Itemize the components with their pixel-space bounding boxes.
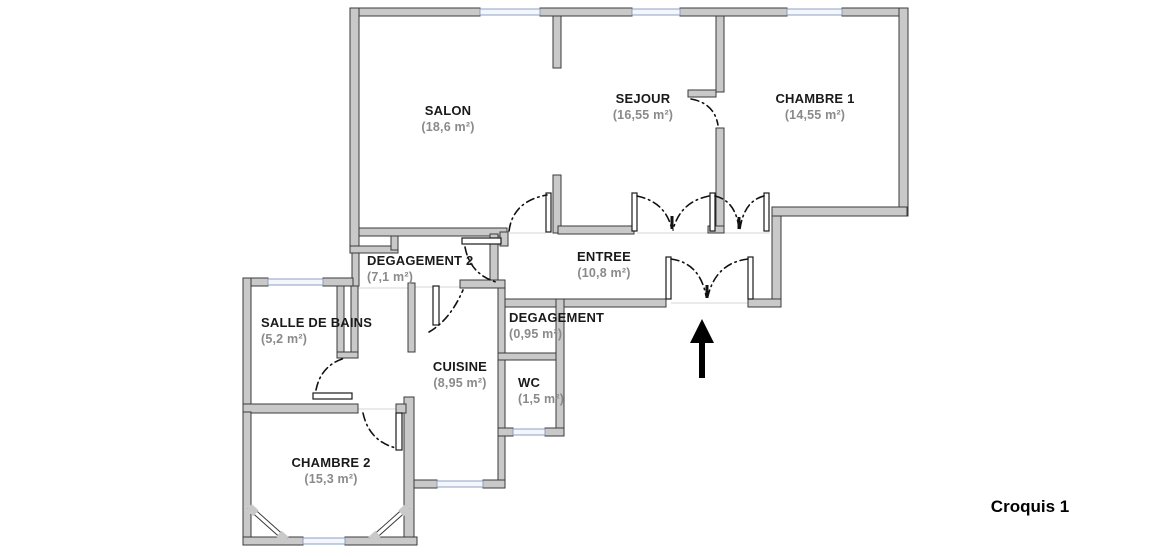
room-area: (0,95 m²) [509, 327, 563, 341]
door-center-ticks [670, 216, 741, 298]
room-name: CHAMBRE 2 [291, 455, 371, 470]
windows [267, 8, 843, 545]
room-area: (14,55 m²) [784, 108, 846, 122]
room-label-chambre1: CHAMBRE 1 (14,55 m²) [757, 90, 873, 124]
room-name: ENTREE [577, 249, 631, 264]
room-label-degagement2: DEGAGEMENT 2 (7,1 m²) [367, 252, 507, 286]
room-label-chambre2: CHAMBRE 2 (15,3 m²) [272, 454, 390, 488]
room-area: (8,95 m²) [433, 376, 487, 390]
room-area: (16,55 m²) [612, 108, 674, 122]
door-leaves [312, 192, 770, 451]
bay-window-corners [246, 504, 411, 543]
room-name: WC [518, 375, 541, 390]
room-area: (7,1 m²) [367, 270, 414, 284]
room-label-degagement: DEGAGEMENT (0,95 m²) [509, 309, 639, 343]
room-label-sejour: SEJOUR (16,55 m²) [590, 90, 696, 124]
room-name: SALON [424, 103, 472, 118]
room-label-wc: WC (1,5 m²) [518, 374, 588, 408]
room-name: SEJOUR [615, 91, 671, 106]
room-label-salon: SALON (18,6 m²) [390, 102, 506, 136]
room-area: (5,2 m²) [261, 332, 308, 346]
walls [242, 7, 909, 546]
entrance-arrow [690, 319, 714, 378]
room-label-entree: ENTREE (10,8 m²) [551, 248, 657, 282]
room-label-salle-de-bains: SALLE DE BAINS (5,2 m²) [261, 314, 381, 348]
room-name: SALLE DE BAINS [261, 315, 373, 330]
room-name: CUISINE [432, 359, 488, 374]
room-name: DEGAGEMENT 2 [367, 253, 474, 268]
room-area: (10,8 m²) [577, 266, 631, 280]
room-area: (1,5 m²) [518, 392, 565, 406]
room-area: (18,6 m²) [421, 120, 475, 134]
room-area: (15,3 m²) [304, 472, 358, 486]
room-label-cuisine: CUISINE (8,95 m²) [408, 358, 512, 392]
drawing-caption: Croquis 1 [990, 497, 1070, 516]
room-name: CHAMBRE 1 [775, 91, 855, 106]
room-name: DEGAGEMENT [509, 310, 605, 325]
